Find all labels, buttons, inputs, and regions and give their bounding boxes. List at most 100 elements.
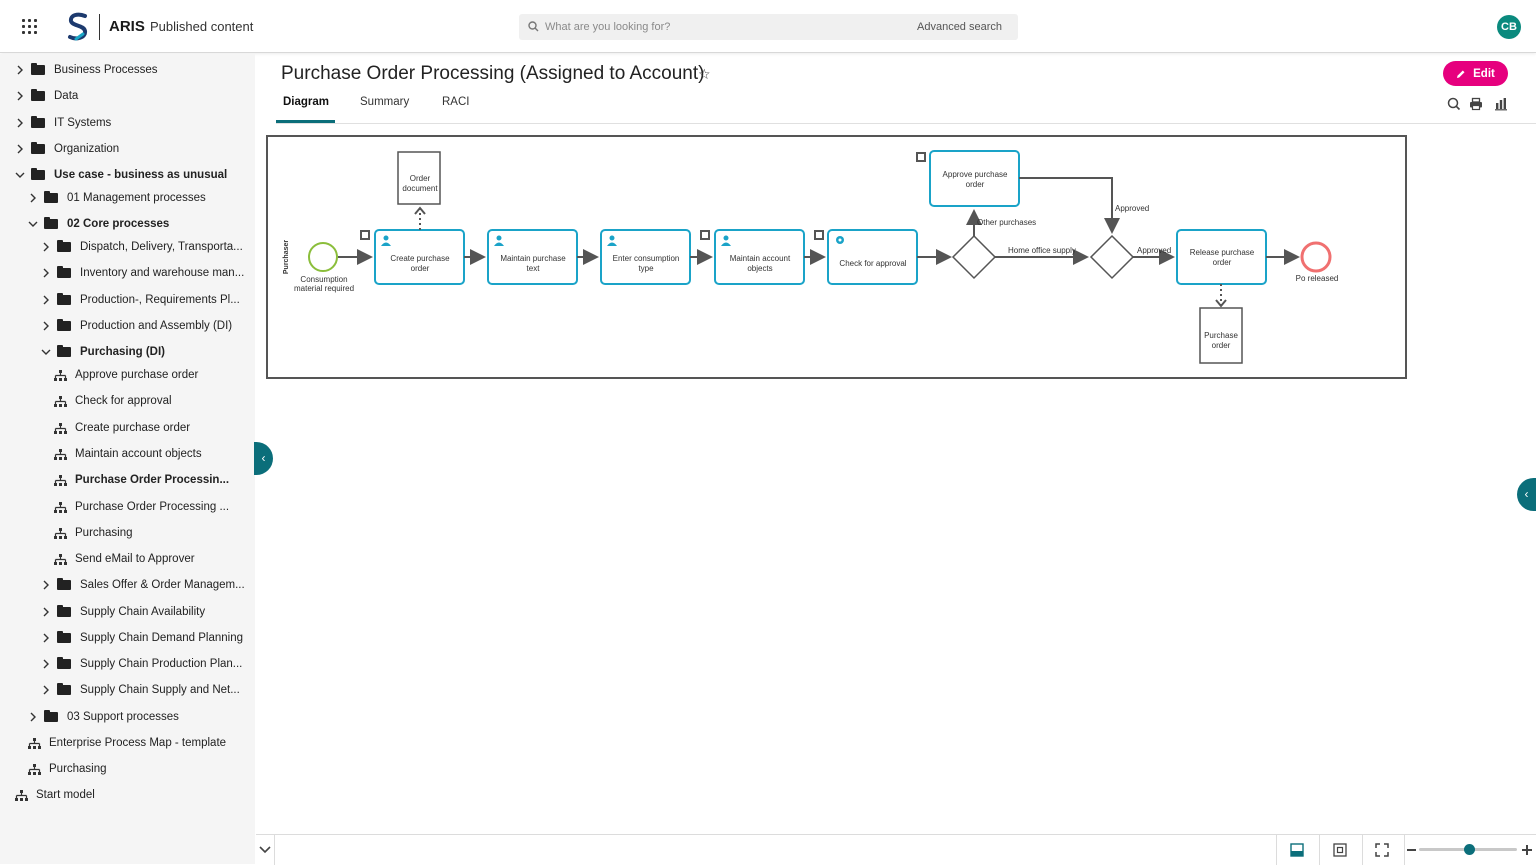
zoom-out-icon[interactable] — [1407, 849, 1416, 852]
tree-folder-item[interactable]: Supply Chain Production Plan... — [41, 653, 242, 675]
search-bar[interactable]: Advanced search — [519, 14, 1018, 40]
edit-label: Edit — [1473, 67, 1495, 80]
chevron-right-icon[interactable] — [41, 321, 51, 331]
chevron-right-icon[interactable] — [41, 242, 51, 252]
tree-folder-item[interactable]: 01 Management processes — [28, 187, 206, 209]
report-chart-icon[interactable] — [1494, 97, 1508, 111]
tree-model-item[interactable]: Purchase Order Processing ... — [54, 496, 229, 518]
tree-folder-item[interactable]: Sales Offer & Order Managem... — [41, 574, 245, 596]
print-icon[interactable] — [1469, 97, 1483, 111]
folder-icon — [31, 168, 45, 180]
tree-item-label: Inventory and warehouse man... — [80, 267, 245, 279]
tab-raci[interactable]: RACI — [442, 96, 470, 108]
brand-subtitle: Published content — [150, 19, 254, 34]
folder-icon — [57, 293, 71, 305]
tree-item-label: Enterprise Process Map - template — [49, 737, 227, 749]
tree-folder-item[interactable]: Production-, Requirements Pl... — [41, 289, 240, 311]
tree-folder-item[interactable]: IT Systems — [15, 112, 111, 134]
overview-panel-icon[interactable] — [1290, 843, 1304, 857]
model-icon — [54, 369, 67, 381]
folder-icon — [57, 578, 71, 590]
tree-model-item[interactable]: Start model — [15, 784, 95, 806]
chevron-right-icon[interactable] — [28, 193, 38, 203]
tree-model-item[interactable]: Enterprise Process Map - template — [28, 732, 226, 754]
chevron-right-icon[interactable] — [15, 91, 25, 101]
tree-item-label: 01 Management processes — [67, 192, 206, 204]
tree-item-label: Purchasing — [75, 527, 133, 539]
chevron-down-icon[interactable] — [259, 845, 271, 855]
tree-model-item[interactable]: Maintain account objects — [54, 443, 202, 465]
tree-item-label: 03 Support processes — [67, 711, 179, 723]
tree-folder-item[interactable]: Data — [15, 85, 78, 107]
tree-folder-item[interactable]: Production and Assembly (DI) — [41, 315, 232, 337]
model-icon — [28, 737, 41, 749]
model-icon — [54, 474, 67, 486]
tree-folder-item[interactable]: 02 Core processes — [28, 213, 169, 235]
zoom-search-icon[interactable] — [1447, 97, 1461, 111]
app-launcher-icon[interactable] — [20, 17, 40, 37]
chevron-right-icon[interactable] — [15, 118, 25, 128]
chevron-right-icon[interactable] — [41, 268, 51, 278]
favorite-star-icon[interactable]: ☆ — [698, 66, 711, 82]
bottom-divider — [1276, 835, 1277, 865]
tree-folder-item[interactable]: Inventory and warehouse man... — [41, 262, 244, 284]
folder-icon — [57, 319, 71, 331]
collapse-sidebar-button[interactable]: ‹ — [254, 442, 273, 475]
tree-folder-item[interactable]: Supply Chain Demand Planning — [41, 627, 243, 649]
chevron-right-icon[interactable] — [41, 580, 51, 590]
chevron-right-icon[interactable] — [15, 65, 25, 75]
tree-folder-item[interactable]: Organization — [15, 138, 119, 160]
folder-icon — [31, 89, 45, 101]
tree-model-item[interactable]: Approve purchase order — [54, 364, 198, 386]
tree-model-item[interactable]: Purchase Order Processin... — [54, 469, 229, 491]
tree-item-label: Purchase Order Processing ... — [75, 501, 230, 513]
chevron-down-icon[interactable] — [15, 170, 25, 180]
chevron-right-icon[interactable] — [41, 685, 51, 695]
chevron-right-icon[interactable] — [41, 633, 51, 643]
tree-item-label: Start model — [36, 789, 95, 801]
tab-summary[interactable]: Summary — [360, 96, 410, 108]
tree-model-item[interactable]: Purchasing — [28, 758, 107, 780]
folder-icon — [57, 266, 71, 278]
chevron-right-icon[interactable] — [15, 144, 25, 154]
fullscreen-icon[interactable] — [1375, 843, 1389, 857]
tree-folder-item[interactable]: Supply Chain Availability — [41, 601, 205, 623]
chevron-right-icon[interactable] — [41, 659, 51, 669]
avatar[interactable]: CB — [1497, 15, 1521, 39]
tree-item-label: Dispatch, Delivery, Transporta... — [80, 241, 243, 253]
tree-model-item[interactable]: Create purchase order — [54, 417, 190, 439]
bottom-divider — [1404, 835, 1405, 865]
chevron-down-icon[interactable] — [41, 347, 51, 357]
chevron-right-icon[interactable] — [41, 295, 51, 305]
brand-name[interactable]: ARIS — [109, 18, 145, 35]
zoom-slider-handle[interactable] — [1464, 844, 1475, 855]
edit-button[interactable]: Edit — [1443, 61, 1508, 86]
folder-icon — [57, 240, 71, 252]
chevron-down-icon[interactable] — [28, 219, 38, 229]
tree-folder-item[interactable]: Use case - business as unusual — [15, 164, 227, 186]
search-input[interactable] — [545, 17, 885, 37]
fit-to-window-icon[interactable] — [1333, 843, 1347, 857]
tree-model-item[interactable]: Purchasing — [54, 522, 133, 544]
chevron-right-icon[interactable] — [41, 607, 51, 617]
expand-right-panel-button[interactable]: ‹ — [1517, 478, 1536, 511]
tree-item-label: Sales Offer & Order Managem... — [80, 579, 245, 591]
tree-folder-item[interactable]: 03 Support processes — [28, 706, 179, 728]
tree-folder-item[interactable]: Supply Chain Supply and Net... — [41, 679, 240, 701]
model-icon — [54, 527, 67, 539]
brand-divider — [99, 14, 100, 40]
tree-model-item[interactable]: Send eMail to Approver — [54, 548, 195, 570]
advanced-search-link[interactable]: Advanced search — [917, 21, 1002, 33]
tree-model-item[interactable]: Check for approval — [54, 390, 172, 412]
tab-diagram[interactable]: Diagram — [283, 96, 330, 108]
diagram-canvas[interactable] — [266, 135, 1407, 379]
tree-folder-item[interactable]: Purchasing (DI) — [41, 341, 165, 363]
tree-folder-item[interactable]: Business Processes — [15, 59, 158, 81]
pencil-icon — [1457, 70, 1465, 78]
chevron-right-icon[interactable] — [28, 712, 38, 722]
tree-folder-item[interactable]: Dispatch, Delivery, Transporta... — [41, 236, 243, 258]
zoom-in-icon[interactable] — [1522, 845, 1532, 855]
tree-item-label: Purchase Order Processin... — [75, 474, 230, 486]
model-icon — [54, 553, 67, 565]
